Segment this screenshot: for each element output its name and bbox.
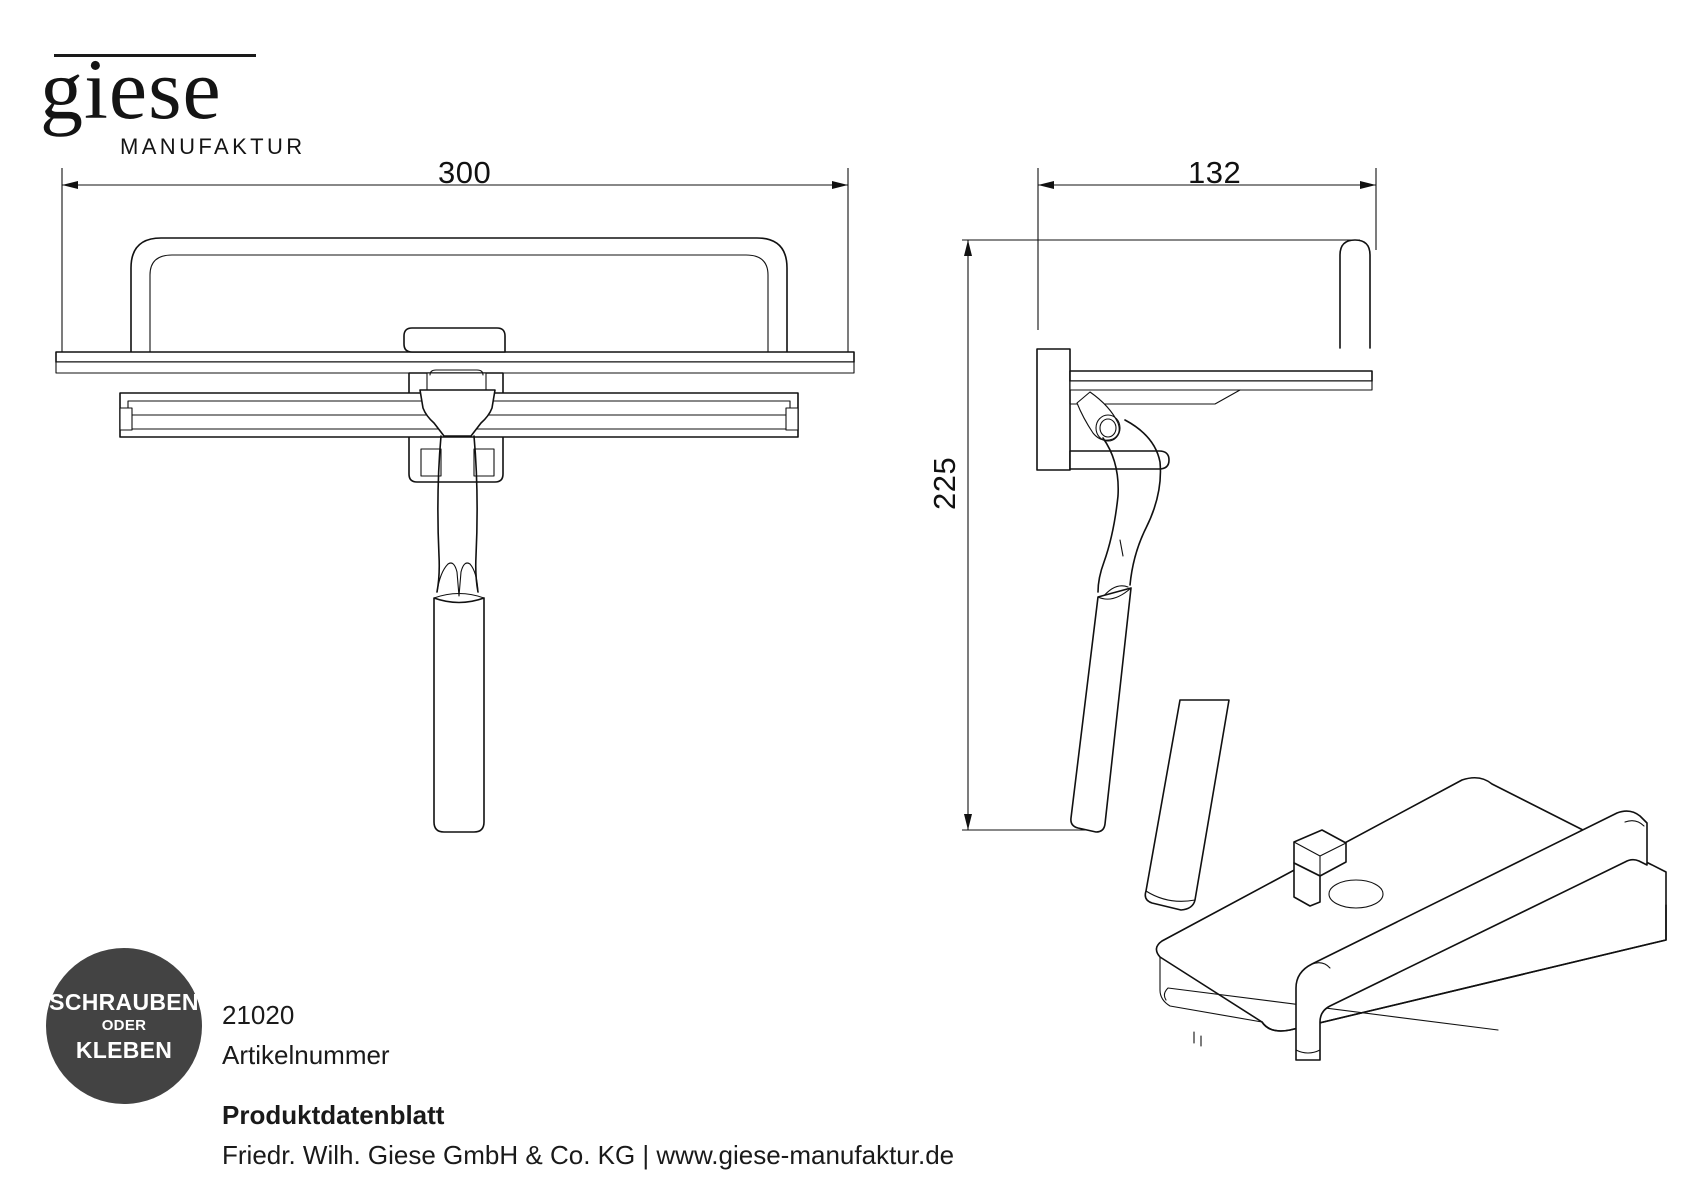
front-view-group bbox=[55, 237, 855, 833]
logo-brand-text: giese bbox=[40, 41, 222, 137]
footer-spacer bbox=[222, 1075, 1322, 1095]
mounting-type-badge: SCHRAUBEN ODER KLEBEN bbox=[46, 948, 202, 1104]
logo-rule-line bbox=[54, 54, 256, 57]
badge-line-screw: SCHRAUBEN bbox=[49, 989, 199, 1015]
footer-text-block: 21020 Artikelnummer Produktdatenblatt Fr… bbox=[222, 995, 1322, 1175]
side-dimension-132 bbox=[1037, 168, 1377, 330]
dimension-label-width: 300 bbox=[438, 155, 492, 190]
side-view-group bbox=[1036, 239, 1373, 833]
side-dimension-225 bbox=[962, 239, 1360, 831]
datasheet-title: Produktdatenblatt bbox=[222, 1100, 445, 1130]
article-number-value: 21020 bbox=[222, 1000, 295, 1030]
logo-subtitle-text: MANUFAKTUR bbox=[120, 134, 306, 159]
company-info-line: Friedr. Wilh. Giese GmbH & Co. KG | www.… bbox=[222, 1140, 955, 1170]
dimension-label-height: 225 bbox=[927, 456, 962, 510]
dimension-label-depth: 132 bbox=[1188, 155, 1242, 190]
front-dimension-300 bbox=[61, 168, 849, 360]
article-number-label: Artikelnummer bbox=[222, 1040, 390, 1070]
badge-line-or: ODER bbox=[101, 1017, 147, 1034]
badge-line-glue: KLEBEN bbox=[75, 1037, 173, 1063]
brand-logo: giese MANUFAKTUR bbox=[40, 38, 302, 159]
